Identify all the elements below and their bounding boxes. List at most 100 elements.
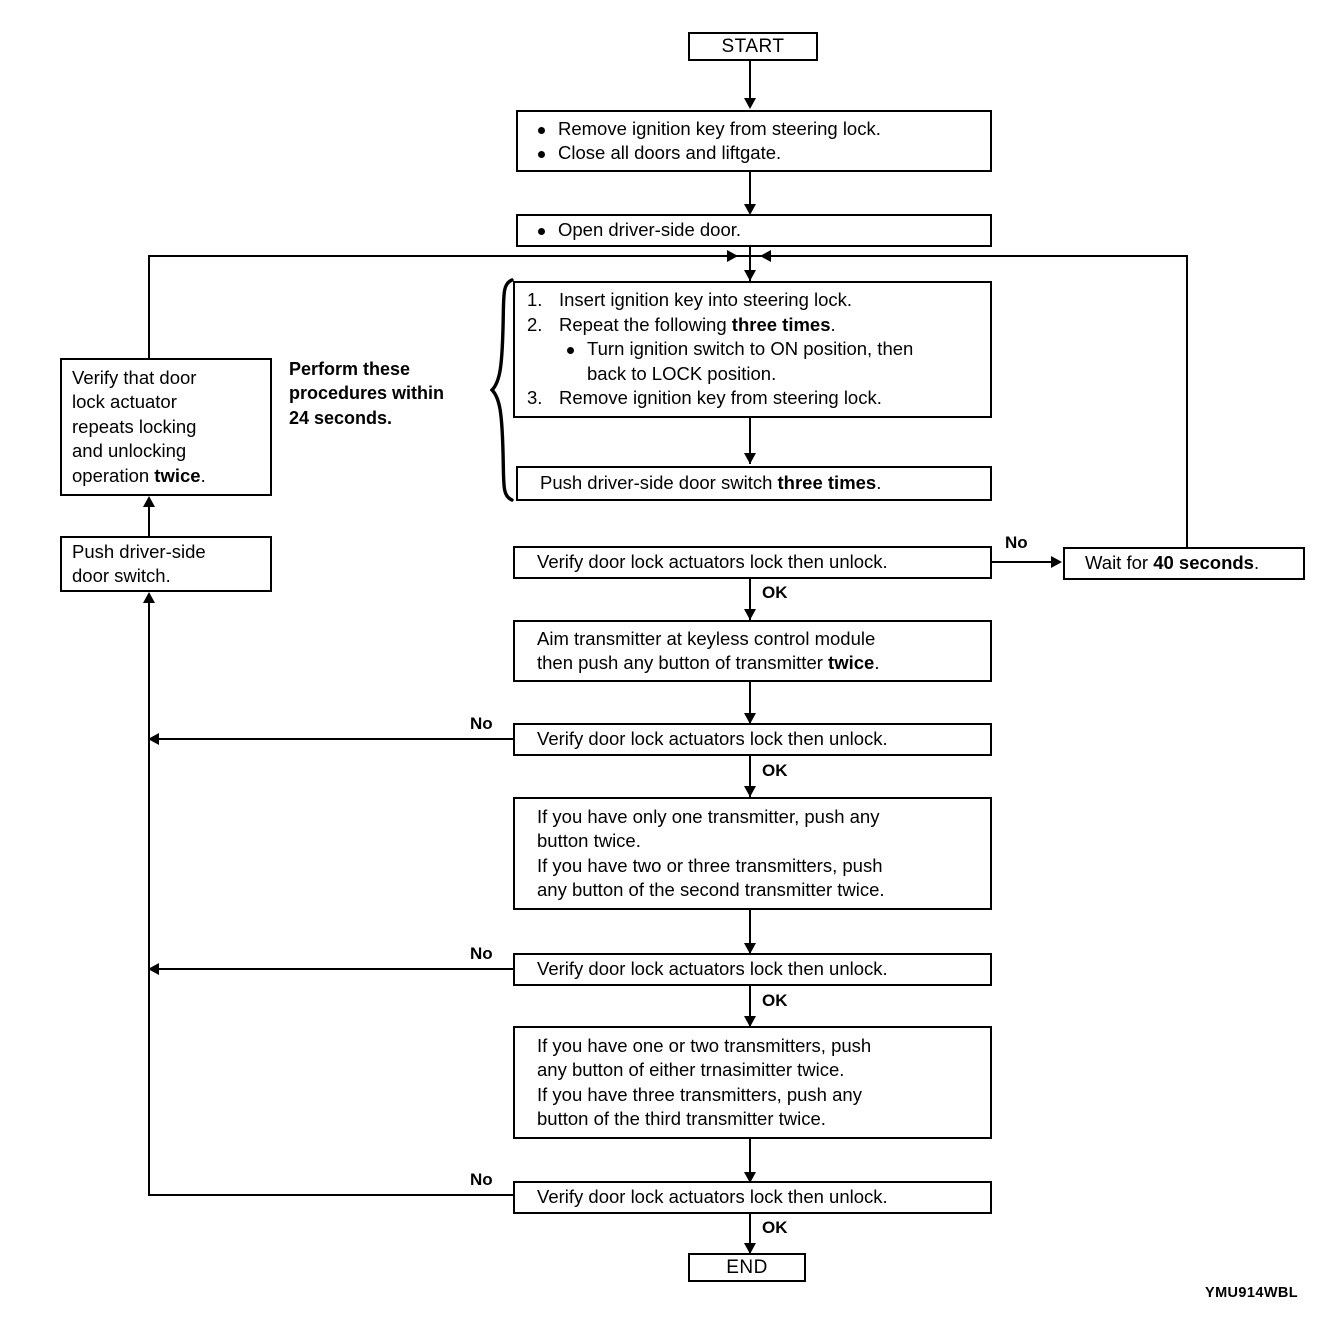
figure-reference-code: YMU914WBL	[1205, 1285, 1299, 1301]
arrow-verify-4-to-end	[744, 1243, 756, 1254]
node-aim-transmitter: Aim transmitter at keyless control modul…	[513, 620, 992, 682]
arrow-prep-to-open-door	[744, 204, 756, 215]
node-push-switch-three-times-text: Push driver-side door switch three times…	[528, 471, 980, 495]
arrow-verify-3-to-third-transmitter	[744, 1016, 756, 1027]
edge-label-ok-1: OK	[762, 583, 788, 602]
connector-prep-to-open-door	[749, 172, 751, 205]
node-verify-repeat-line-5-pre: operation	[72, 464, 155, 486]
node-verify-repeat: Verify that door lock actuator repeats l…	[60, 358, 272, 496]
arrow-open-door-to-key-cycle	[744, 270, 756, 281]
node-key-cycle-step-2-bold: three times	[731, 313, 831, 335]
node-verify-repeat-line-3: repeats locking	[72, 415, 197, 437]
node-verify-1: Verify door lock actuators lock then unl…	[513, 546, 992, 579]
node-key-cycle-step-3: 3. Remove ignition key from steering lock…	[525, 386, 980, 410]
arrow-verify-2-to-second-transmitter	[744, 786, 756, 797]
node-third-transmitter-line-2: any button of either trnasimitter twice.	[537, 1059, 845, 1081]
connector-third-transmitter-to-verify-4	[749, 1139, 751, 1183]
node-verify-repeat-line-5: operation twice.	[72, 464, 260, 488]
node-aim-transmitter-line-2-pre: then push any button of transmitter	[537, 652, 829, 673]
node-open-door: Open driver-side door.	[516, 214, 992, 247]
node-third-transmitter-line-3: If you have three transmitters, push any	[537, 1083, 862, 1105]
node-second-transmitter-line-1: If you have only one transmitter, push a…	[537, 805, 880, 827]
arrow-left-return-into-junction	[727, 250, 738, 262]
node-wait-40-post: .	[1253, 552, 1260, 574]
node-third-transmitter-line-4: button of the third transmitter twice.	[537, 1107, 826, 1129]
timing-note: Perform these procedures within 24 secon…	[289, 357, 444, 430]
feedback-spine-vertical	[148, 602, 150, 1194]
node-third-transmitter-line-1: If you have one or two transmitters, pus…	[537, 1034, 872, 1056]
node-key-cycle: 1.Insert ignition key into steering lock…	[513, 281, 992, 418]
edge-verify-3-no	[148, 968, 514, 970]
edge-label-no-4: No	[470, 1170, 493, 1189]
node-aim-transmitter-line-2-bold: twice	[828, 652, 875, 673]
connector-verify-3-ok	[749, 986, 751, 1027]
arrow-key-cycle-to-push-three	[744, 453, 756, 464]
edge-label-ok-3: OK	[762, 991, 788, 1010]
timing-note-line-3: 24 seconds.	[289, 407, 393, 428]
node-push-switch-three-bold: three times	[777, 472, 877, 494]
node-start-label: START	[721, 35, 785, 57]
arrow-second-transmitter-to-verify-3	[744, 943, 756, 954]
edge-verify-1-no	[992, 561, 1052, 563]
node-verify-repeat-line-5-post: .	[200, 464, 206, 486]
node-third-transmitter: If you have one or two transmitters, pus…	[513, 1026, 992, 1139]
node-verify-repeat-line-1: Verify that door	[72, 366, 197, 388]
arrow-verify-1-to-aim	[744, 609, 756, 620]
node-push-switch-line-2: door switch.	[72, 565, 171, 586]
node-wait-40-text: Wait for 40 seconds.	[1075, 551, 1293, 575]
edge-label-no-wait: No	[1005, 533, 1028, 552]
node-verify-1-label: Verify door lock actuators lock then unl…	[537, 551, 888, 573]
node-second-transmitter-line-2: button twice.	[537, 830, 641, 852]
timing-note-line-1: Perform these	[289, 359, 411, 379]
node-aim-transmitter-line-1: Aim transmitter at keyless control modul…	[537, 627, 876, 649]
timing-brace	[490, 278, 516, 502]
return-line-left-horizontal	[148, 255, 751, 257]
node-push-switch-three-post: .	[876, 472, 882, 494]
return-line-left-vertical	[148, 255, 150, 360]
node-push-switch-three-pre: Push driver-side door switch	[540, 472, 778, 494]
arrow-start-to-prep	[744, 98, 756, 109]
node-key-cycle-num-2: 2.	[527, 313, 543, 335]
arrow-verify-2-no	[148, 733, 159, 745]
edge-verify-2-no	[148, 738, 514, 740]
return-line-right-horizontal	[749, 255, 1188, 257]
node-verify-3: Verify door lock actuators lock then unl…	[513, 953, 992, 986]
edge-label-no-3: No	[470, 944, 493, 963]
node-verify-repeat-line-2: lock actuator	[72, 391, 177, 413]
edge-label-ok-4: OK	[762, 1218, 788, 1237]
node-push-switch-three-times: Push driver-side door switch three times…	[516, 466, 992, 501]
node-key-cycle-step-2: 2. Repeat the following three times.	[525, 313, 980, 337]
node-prep-line-1: Remove ignition key from steering lock.	[528, 117, 980, 141]
node-verify-4-label: Verify door lock actuators lock then unl…	[537, 1186, 888, 1208]
arrow-aim-to-verify-2	[744, 713, 756, 724]
arrow-verify-3-no	[148, 963, 159, 975]
node-prep-line-2: Close all doors and liftgate.	[528, 141, 980, 165]
node-verify-2-label: Verify door lock actuators lock then unl…	[537, 728, 888, 750]
arrow-right-return-into-junction	[760, 250, 771, 262]
node-wait-40-bold: 40 seconds	[1153, 552, 1254, 574]
arrow-third-transmitter-to-verify-4	[744, 1172, 756, 1183]
connector-aim-to-verify-2	[749, 682, 751, 724]
node-push-switch: Push driver-side door switch.	[60, 536, 272, 592]
node-key-cycle-num-3: 3.	[527, 387, 543, 409]
return-line-right-vertical	[1186, 255, 1188, 548]
node-key-cycle-step-2-pre: Repeat the following	[559, 313, 732, 335]
arrow-push-switch-to-verify-repeat	[143, 496, 155, 507]
node-key-cycle-step-1: 1.Insert ignition key into steering lock…	[525, 288, 980, 312]
node-verify-repeat-line-4: and unlocking	[72, 440, 187, 462]
node-wait-40-seconds: Wait for 40 seconds.	[1063, 547, 1305, 580]
node-key-cycle-num-1: 1.	[527, 289, 543, 311]
connector-push-switch-to-verify-repeat	[148, 506, 150, 538]
edge-label-ok-2: OK	[762, 761, 788, 780]
edge-verify-4-no	[148, 1194, 514, 1196]
node-key-cycle-step-3-text: Remove ignition key from steering lock.	[559, 387, 882, 409]
node-second-transmitter: If you have only one transmitter, push a…	[513, 797, 992, 910]
node-key-cycle-substep-line-1: Turn ignition switch to ON position, the…	[525, 337, 980, 361]
node-key-cycle-substep-line-2: back to LOCK position.	[587, 362, 777, 384]
node-key-cycle-step-2-post: .	[830, 313, 836, 335]
node-wait-40-pre: Wait for	[1085, 552, 1154, 574]
node-prep: Remove ignition key from steering lock. …	[516, 110, 992, 172]
node-verify-repeat-line-5-bold: twice	[154, 464, 201, 486]
connector-verify-4-ok	[749, 1214, 751, 1253]
